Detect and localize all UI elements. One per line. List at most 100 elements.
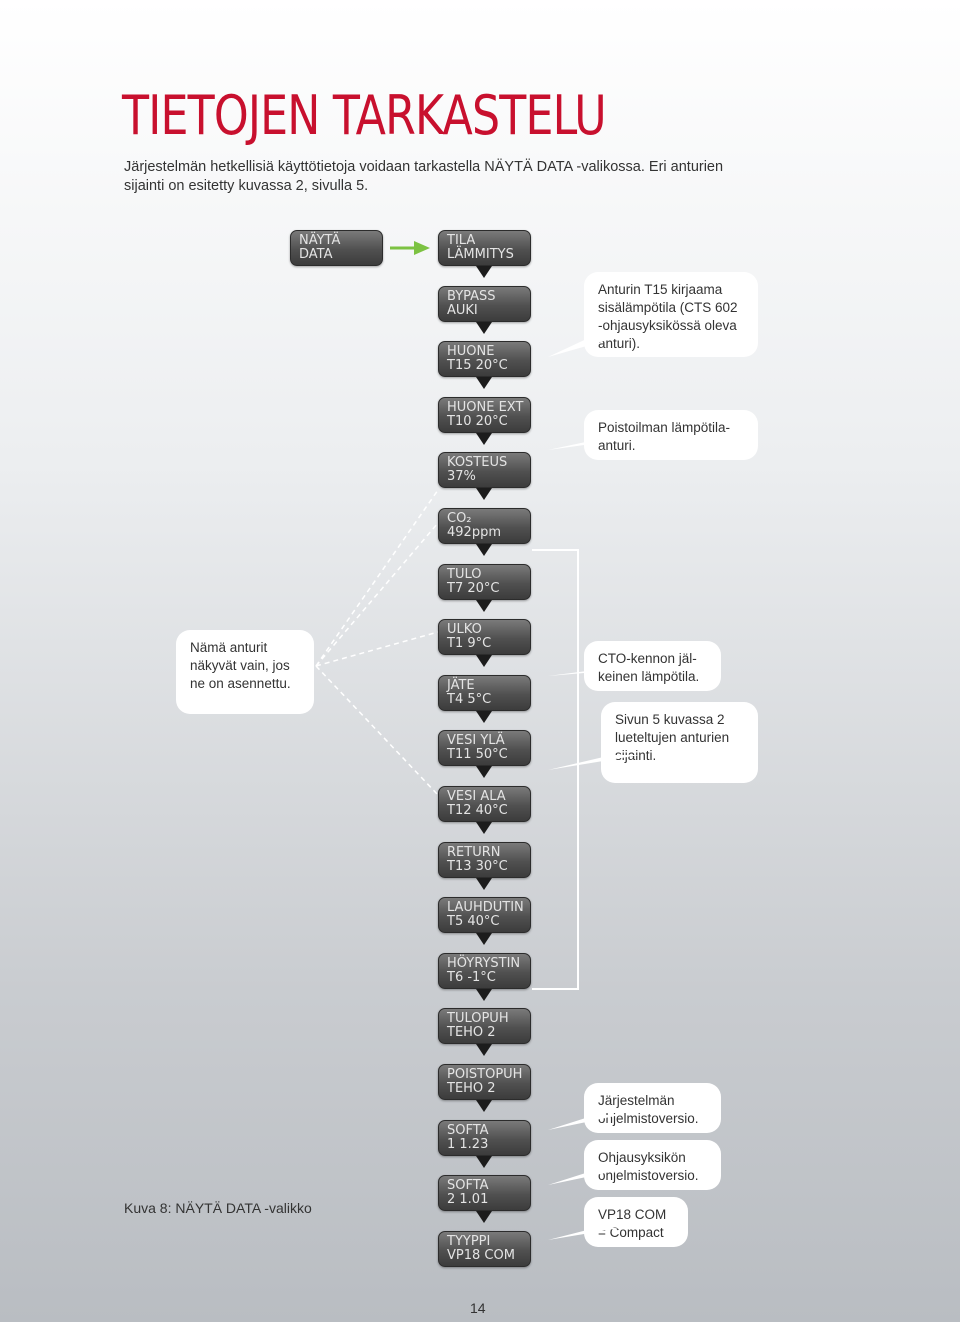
menu-item-line-1: VESI ALA <box>447 789 506 804</box>
down-arrow-icon <box>476 711 492 723</box>
menu-item-line-2: TEHO 2 <box>447 1081 496 1096</box>
callout-line: ohjelmistoversio. <box>598 1111 699 1126</box>
menu-item-line-1: SOFTA <box>447 1178 489 1193</box>
intro-line-2: sijainti on esitetty kuvassa 2, sivulla … <box>124 178 369 194</box>
callout-line: lueteltujen anturien <box>615 730 730 745</box>
callout-line: näkyvät vain, jos <box>190 658 290 673</box>
callout-cto: CTO-kennon jäl-keinen lämpötila. <box>584 641 721 691</box>
down-arrow-icon <box>476 822 492 834</box>
menu-item-line-1: POISTOPUH <box>447 1067 523 1082</box>
callout-line: anturi). <box>598 336 641 351</box>
down-arrow-icon <box>476 600 492 612</box>
menu-item-line-2: 1 1.23 <box>447 1137 489 1152</box>
start-box-line-2: DATA <box>299 247 333 262</box>
tail-page5 <box>548 755 640 770</box>
callout-line: Anturin T15 kirjaama <box>598 282 723 297</box>
menu-item-line-1: VESI YLÄ <box>447 733 505 748</box>
menu-item-line-1: ULKO <box>447 622 482 637</box>
green-arrow <box>390 241 430 255</box>
menu-item-line-1: LAUHDUTIN <box>447 900 524 915</box>
callout-t15: Anturin T15 kirjaama sisälämpötila (CTS 6… <box>584 272 758 357</box>
menu-item-line-2: 2 1.01 <box>447 1192 489 1207</box>
menu-item-6[interactable]: CO₂ 492ppm <box>438 508 531 544</box>
callout-exhaust: Poistoilman lämpötila-anturi. <box>584 410 758 460</box>
callout-line: CTO-kennon jäl- <box>598 651 697 666</box>
start-box-nayta-data[interactable]: NÄYTÄ DATA <box>290 230 383 266</box>
callout-line: Järjestelmän <box>598 1093 675 1108</box>
menu-item-line-1: TULO <box>447 567 482 582</box>
callout-line: Poistoilman lämpötila- <box>598 420 731 435</box>
menu-item-line-2: T15 20°C <box>447 358 508 373</box>
menu-item-line-2: TEHO 2 <box>447 1025 496 1040</box>
tail-cto <box>548 670 620 676</box>
down-arrow-icon <box>476 1211 492 1223</box>
menu-item-line-1: TYYPPI <box>447 1234 491 1249</box>
tail-unit-sw <box>548 1170 620 1185</box>
page-title: TIETOJEN TARKASTELU <box>122 84 607 147</box>
callout-line: Sivun 5 kuvassa 2 <box>615 712 725 727</box>
menu-item-line-1: HÖYRYSTIN <box>447 956 521 971</box>
intro-text: Järjestelmän hetkellisiä käyttötietoja v… <box>124 158 844 196</box>
menu-item-line-1: TULOPUH <box>447 1011 509 1026</box>
down-arrow-icon <box>476 544 492 556</box>
callout-line: sisälämpötila (CTS 602 <box>598 300 738 315</box>
menu-item-line-1: JÄTE <box>447 678 475 693</box>
menu-item-line-2: T7 20°C <box>447 581 500 596</box>
down-arrow-icon <box>476 322 492 334</box>
menu-item-line-2: T10 20°C <box>447 414 508 429</box>
menu-item-line-1: HUONE EXT <box>447 400 524 415</box>
menu-item-line-2: T6 -1°C <box>447 970 496 985</box>
down-arrow-icon <box>476 1100 492 1112</box>
menu-item-line-1: CO₂ <box>447 511 472 526</box>
callout-line: Ohjausyksikön <box>598 1150 686 1165</box>
down-arrow-icon <box>476 488 492 500</box>
page-number: 14 <box>470 1300 486 1316</box>
tail-system-sw <box>548 1115 620 1130</box>
tail-type <box>548 1228 620 1240</box>
callout-line: Nämä anturit <box>190 640 268 655</box>
down-arrow-icon <box>476 766 492 778</box>
down-arrow-icon <box>476 433 492 445</box>
menu-item-line-1: RETURN <box>447 845 501 860</box>
menu-item-line-2: T11 50°C <box>447 747 508 762</box>
menu-item-line-2: 492ppm <box>447 525 501 540</box>
callout-line: ne on asennettu. <box>190 676 291 691</box>
callout-line: ohjelmistoversio. <box>598 1168 699 1183</box>
callout-line: VP18 COM <box>598 1207 667 1222</box>
menu-item-line-2: T12 40°C <box>447 803 508 818</box>
menu-item-line-2: 37% <box>447 469 476 484</box>
down-arrow-icon <box>476 933 492 945</box>
callout-unit-sw: Ohjausyksikön ohjelmistoversio. <box>584 1140 721 1190</box>
menu-item-line-2: AUKI <box>447 303 478 318</box>
callout-system-sw: Järjestelmän ohjelmistoversio. <box>584 1083 721 1133</box>
down-arrow-icon <box>476 989 492 1001</box>
callout-line: keinen lämpötila. <box>598 669 700 684</box>
down-arrow-icon <box>476 266 492 278</box>
menu-item-line-2: T5 40°C <box>447 914 500 929</box>
down-arrow-icon <box>476 655 492 667</box>
tail-t15 <box>548 335 625 357</box>
menu-item-5[interactable]: KOSTEUS 37% <box>438 452 531 488</box>
intro-line-1: Järjestelmän hetkellisiä käyttötietoja v… <box>124 159 724 175</box>
down-arrow-icon <box>476 1044 492 1056</box>
